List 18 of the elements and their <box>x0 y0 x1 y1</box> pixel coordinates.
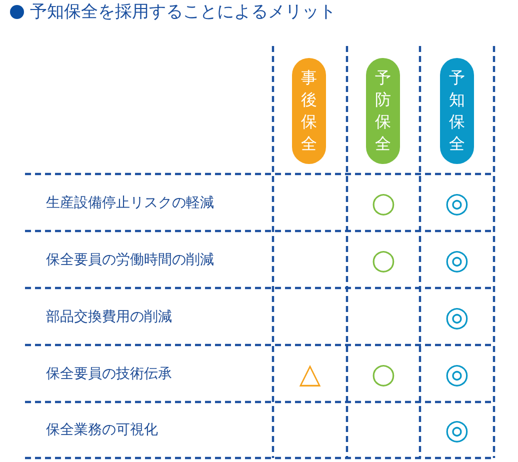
rating-mark: ◎ <box>444 244 470 274</box>
row-label: 部品交換費用の削減 <box>46 308 172 326</box>
rating-mark: ○ <box>370 358 397 388</box>
heading: 予知保全を採用することによるメリット <box>30 1 336 24</box>
rating-mark: ◎ <box>444 188 470 218</box>
rating-mark: ◎ <box>444 415 470 445</box>
row-label: 保全要員の労働時間の削減 <box>46 250 214 270</box>
column-header-pill: 予知保全 <box>440 58 474 164</box>
row-label: 生産設備停止リスクの軽減 <box>46 194 214 212</box>
rating-mark: ◎ <box>444 302 470 332</box>
rating-mark: ○ <box>370 188 397 218</box>
rating-mark: ○ <box>370 244 397 274</box>
rating-mark: △ <box>298 358 322 388</box>
rating-mark: ◎ <box>444 358 470 388</box>
row-label: 保全業務の可視化 <box>46 421 158 440</box>
column-header-pill: 事後保全 <box>292 58 326 164</box>
column-header-pill: 予防保全 <box>366 58 400 164</box>
row-label: 保全要員の技術伝承 <box>46 364 172 384</box>
